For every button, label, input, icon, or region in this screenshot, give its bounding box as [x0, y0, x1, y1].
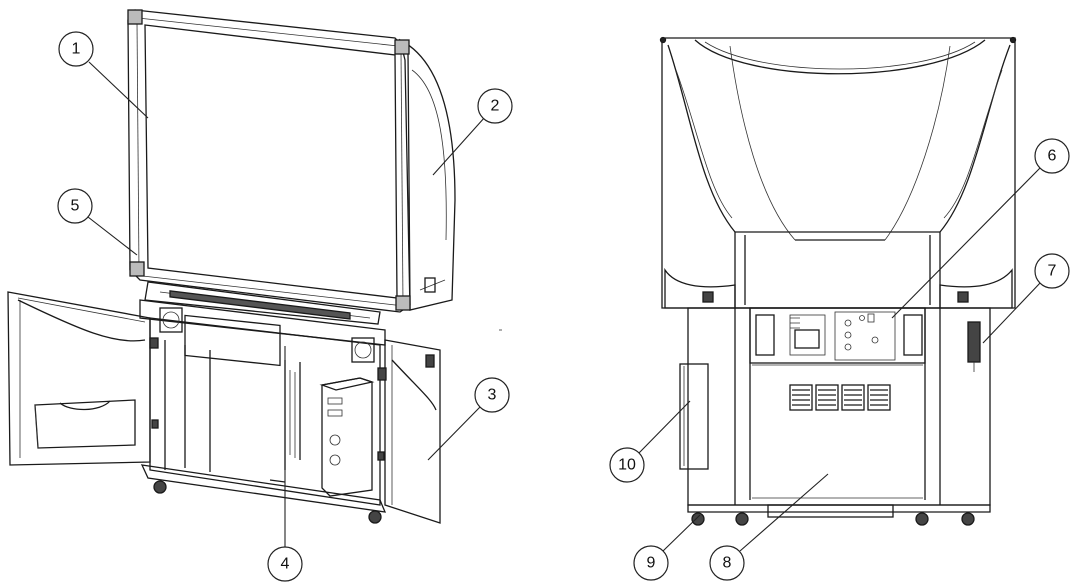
- callout-8: 8: [709, 545, 745, 581]
- connector-panel: [749, 307, 926, 364]
- callout-2: 2: [477, 88, 513, 124]
- callout-3: 3: [474, 377, 510, 413]
- pc-tower: [321, 377, 373, 497]
- leader-3: [427, 405, 482, 461]
- projector-hood: [399, 38, 456, 311]
- leader-1: [88, 61, 149, 119]
- whiteboard-frame: [127, 9, 411, 313]
- leader-7: [982, 281, 1042, 344]
- pen-tray: [144, 281, 381, 325]
- leader-6: [891, 166, 1042, 319]
- vent-grilles: [789, 384, 891, 411]
- leader-8: [739, 473, 829, 552]
- callout-4-label: 4: [281, 556, 290, 573]
- leader-lines: [87, 61, 1042, 552]
- callout-3-label: 3: [488, 387, 497, 404]
- front-view: [7, 9, 502, 524]
- callout-1-label: 1: [72, 41, 81, 58]
- rear-caster-4: [961, 512, 975, 526]
- cabinet-top-panel: [184, 314, 281, 367]
- projector-back: [661, 37, 1016, 309]
- left-door: [7, 291, 151, 466]
- callout-6: 6: [1034, 138, 1070, 174]
- callout-9-label: 9: [647, 555, 656, 572]
- cable-clip: [967, 321, 981, 363]
- whiteboard-screen: [144, 24, 398, 299]
- rear-caster-2: [735, 512, 749, 526]
- callout-8-label: 8: [723, 555, 732, 572]
- rear-caster-1: [691, 512, 705, 526]
- rear-caster-3: [915, 512, 929, 526]
- leader-2: [432, 116, 486, 176]
- side-pocket: [679, 363, 709, 470]
- callout-9: 9: [633, 545, 669, 581]
- callout-5-label: 5: [71, 198, 80, 215]
- callout-10: 10: [609, 447, 645, 483]
- leader-5: [87, 216, 138, 256]
- callout-1: 1: [58, 31, 94, 67]
- speaker-left: [159, 307, 183, 333]
- callout-7-label: 7: [1048, 263, 1057, 280]
- callout-10-label: 10: [618, 457, 636, 474]
- callout-6-label: 6: [1048, 148, 1057, 165]
- right-door: [384, 339, 441, 524]
- callout-2-label: 2: [491, 98, 500, 115]
- rear-cabinet: [687, 307, 991, 506]
- callout-7: 7: [1034, 253, 1070, 289]
- callout-5: 5: [57, 188, 93, 224]
- leader-10: [637, 400, 691, 455]
- leader-9: [662, 514, 701, 552]
- callout-4: 4: [267, 546, 303, 582]
- rear-view: [659, 36, 1017, 526]
- speaker-right: [351, 337, 375, 363]
